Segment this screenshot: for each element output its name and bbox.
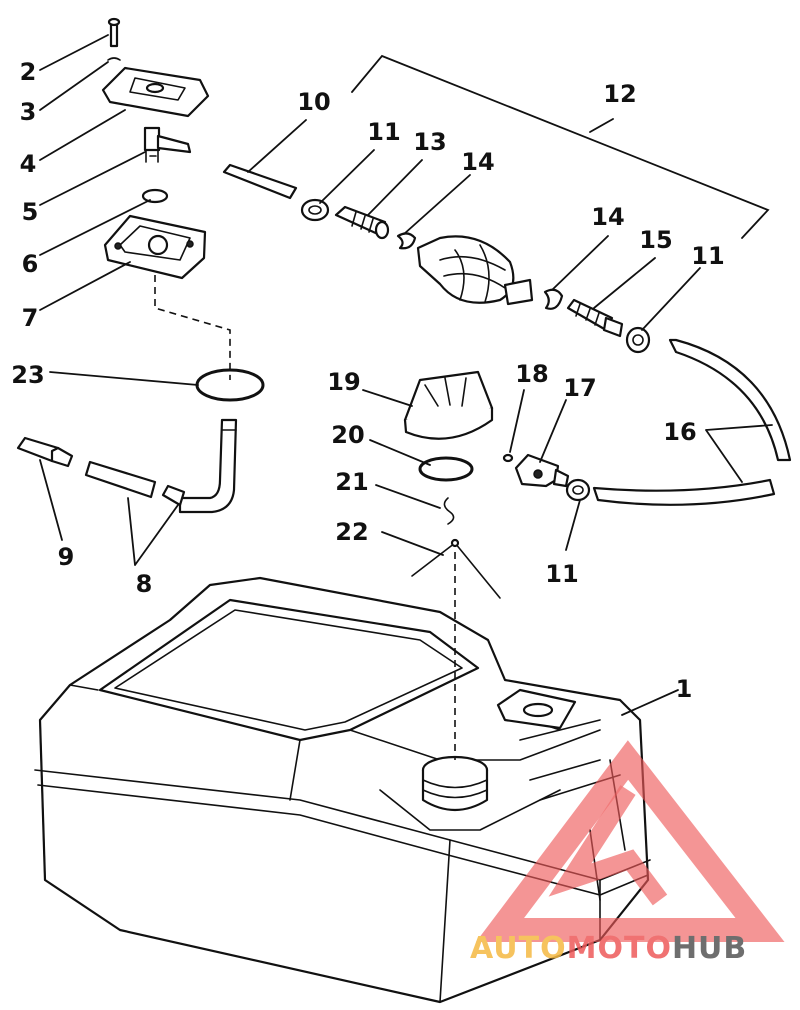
callout-11b: 11	[691, 242, 724, 270]
watermark-hub: HUB	[672, 931, 747, 966]
callout-11a: 11	[367, 118, 400, 146]
primer-bulb	[416, 235, 534, 306]
callout-7: 7	[22, 304, 39, 332]
hose-clamp	[565, 478, 591, 502]
callout-11c: 11	[545, 560, 578, 588]
callout-10: 10	[297, 88, 330, 116]
callout-15: 15	[639, 226, 672, 254]
callout-8: 8	[136, 570, 153, 598]
primer-assembly-bracket	[351, 54, 770, 239]
hose-clamp	[625, 326, 651, 354]
check-valve-inlet	[334, 205, 390, 240]
o-ring-large	[195, 368, 265, 402]
callout-2: 2	[20, 58, 37, 86]
clip	[543, 288, 564, 310]
pickup-tube	[178, 418, 238, 514]
check-valve-outlet	[566, 298, 624, 338]
callout-23: 23	[11, 361, 44, 389]
fuel-connector	[514, 453, 570, 488]
screw	[107, 17, 121, 48]
fuel-hose	[592, 478, 776, 506]
cap-retainer	[443, 497, 455, 525]
fuel-pickup-plate	[103, 214, 207, 280]
fuel-hose-segment	[84, 460, 186, 507]
callout-14b: 14	[591, 203, 624, 231]
callout-18: 18	[515, 360, 548, 388]
leader-lines	[39, 34, 773, 716]
callout-21: 21	[335, 468, 368, 496]
watermark-auto: AUTO	[470, 931, 567, 966]
o-ring-small	[141, 188, 169, 204]
callout-17: 17	[563, 374, 596, 402]
hose-clamp	[300, 198, 330, 222]
callout-4: 4	[20, 150, 37, 178]
callout-20: 20	[331, 421, 364, 449]
filter-screen	[16, 436, 74, 468]
retainer-strap	[411, 538, 501, 599]
callout-1: 1	[676, 675, 693, 703]
fuel-hose	[668, 338, 792, 462]
lock-washer	[107, 57, 121, 61]
cap-gasket	[418, 456, 474, 482]
callout-22: 22	[335, 518, 368, 546]
svg-text:AUTOMOTOHUB: AUTOMOTOHUB	[470, 931, 747, 966]
callout-12: 12	[603, 80, 636, 108]
primer-line	[222, 163, 651, 354]
fuel-fitting	[143, 126, 192, 163]
callout-19: 19	[327, 368, 360, 396]
cover-plate	[101, 66, 210, 118]
clip	[396, 232, 417, 250]
watermark-moto: MOTO	[567, 931, 672, 966]
callout-labels: 2 3 4 5 6 7 23 9 8 10 11 13 14 12 14 15 …	[11, 58, 724, 703]
callout-6: 6	[22, 250, 39, 278]
callout-5: 5	[22, 198, 39, 226]
callout-16: 16	[663, 418, 696, 446]
callout-13: 13	[413, 128, 446, 156]
fuel-cap	[403, 370, 494, 440]
automotohub-logo	[475, 740, 785, 942]
callout-14a: 14	[461, 148, 494, 176]
o-ring-tiny	[502, 453, 514, 463]
fuel-tank	[34, 576, 651, 1004]
callout-3: 3	[20, 98, 37, 126]
automotohub-watermark: AUTOMOTOHUB	[470, 740, 785, 966]
callout-9: 9	[58, 543, 75, 571]
